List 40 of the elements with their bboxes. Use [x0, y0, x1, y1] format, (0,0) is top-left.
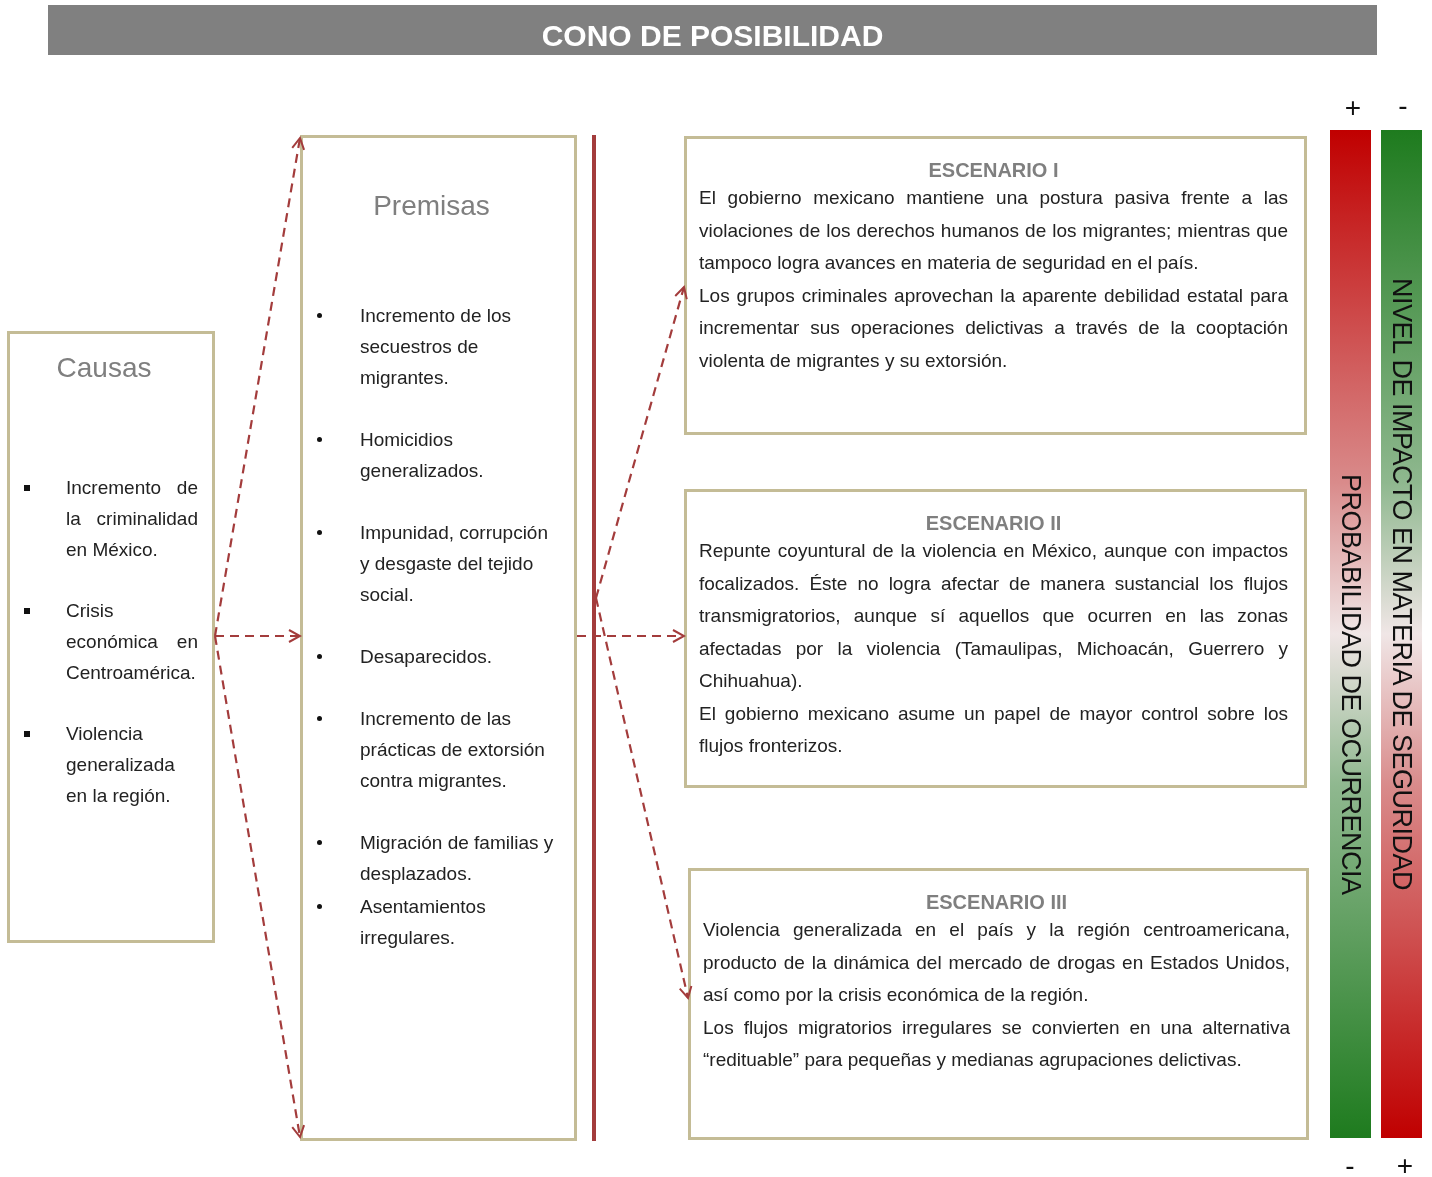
scenario-box — [688, 868, 1309, 1140]
scenario-text: El gobierno mexicano mantiene una postura pasiva frente a las violaciones de los derechos humanos de los migrantes; mientras que tampoco logra avances en materia de seguridad en el país. — [699, 186, 1288, 275]
bullet-item: Incremento de las prácticas de extorsión contra migrantes. — [303, 703, 560, 796]
box-heading: ESCENARIO II — [924, 512, 1063, 535]
list-box — [7, 331, 215, 943]
box-heading: ESCENARIO III — [924, 891, 1069, 914]
title-banner: CONO DE POSIBILIDAD — [48, 5, 1377, 55]
sign-label: + — [1395, 1150, 1415, 1177]
scenario-text: Los grupos criminales aprovechan la aparente debilidad estatal para incrementar sus operaciones delictivas a través de la cooptación violenta de migrantes y su extorsión. — [699, 283, 1288, 373]
dashed-arrow — [594, 597, 693, 999]
scale-label: PROBABILIDAD DE OCURRENCIA — [1335, 473, 1366, 895]
scenario-box — [684, 489, 1307, 788]
box-heading: ESCENARIO I — [927, 159, 1060, 182]
dashed-arrow — [577, 629, 685, 643]
bullet-item: Homicidios generalizados. — [303, 424, 560, 486]
sign-label: + — [1343, 92, 1363, 124]
list-box — [300, 135, 577, 1141]
dashed-arrow — [215, 629, 301, 643]
bullet-item: Violencia generalizada en la región. — [10, 718, 198, 811]
scenario-text: El gobierno mexicano asume un papel de mayor control sobre los flujos fronterizos. — [699, 701, 1288, 758]
gradient-scale-bar — [1381, 130, 1422, 1138]
dashed-arrow — [213, 137, 306, 637]
bullet-item: Asentamientos irregulares. — [303, 891, 560, 953]
bullet-item: Desaparecidos. — [303, 641, 560, 672]
box-heading: Premisas — [372, 190, 491, 222]
scenario-text: Los flujos migratorios irregulares se convierten en una alternativa “redituable” para pequeñas y medianas agrupaciones delictivas. — [703, 1015, 1290, 1072]
bullet-item: Incremento de la criminalidad en México. — [10, 472, 198, 565]
scenario-box — [684, 136, 1307, 435]
box-heading: Causas — [55, 352, 153, 384]
bullet-item: Crisis económica en Centroamérica. — [10, 595, 198, 688]
sign-label: - — [1344, 1150, 1356, 1177]
bullet-item: Migración de familias y desplazados. — [303, 827, 560, 889]
bullet-item: Impunidad, corrupción y desgaste del tejido social. — [303, 517, 560, 610]
bullet-item: Incremento de los secuestros de migrantes. — [303, 300, 560, 393]
scenario-text: Repunte coyuntural de la violencia en México, aunque con impactos focalizados. Éste no logra afectar de manera sustancial los flujos transmigratorios, aunque sí aquellos que ocurren en las zonas afectadas por la violencia (Tamaulipas, Michoacán, Guerrero y Chihuahua). — [699, 539, 1288, 693]
dashed-arrow — [213, 635, 306, 1138]
gradient-scale-bar — [1330, 130, 1371, 1138]
sign-label: - — [1397, 90, 1409, 122]
scale-label: NIVEL DE IMPACTO EN MATERIA DE SEGURIDAD — [1386, 277, 1417, 891]
scenario-text: Violencia generalizada en el país y la región centroamericana, producto de la dinámica del mercado de drogas en Estados Unidos, así como por la crisis económica de la región. — [703, 918, 1290, 1007]
